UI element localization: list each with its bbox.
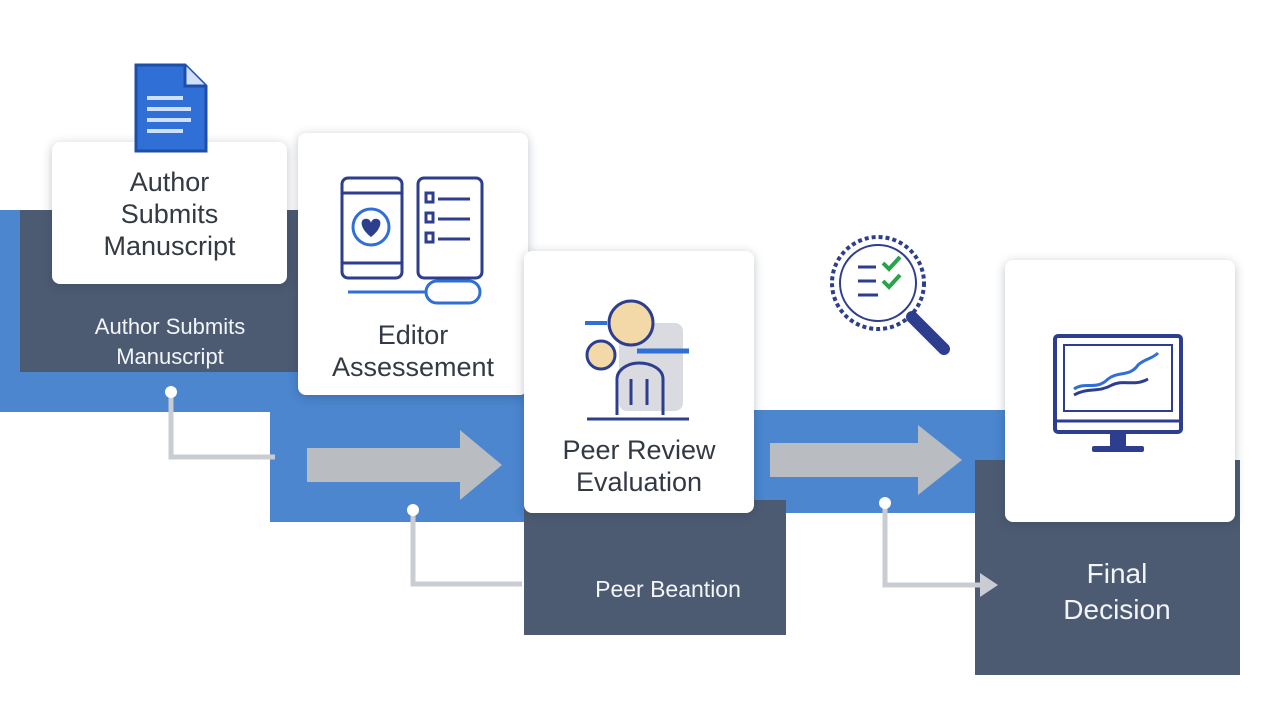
peer-card: Peer Review Evaluation [524, 251, 754, 513]
connector-dot-1 [165, 386, 177, 398]
connector-dot-3 [879, 497, 891, 509]
connector-2 [410, 510, 522, 587]
monitor-chart-icon [1053, 334, 1183, 452]
magnifier-checklist-icon [830, 235, 950, 355]
connector-dot-2 [407, 504, 419, 516]
peer-card-title: Peer Review Evaluation [562, 435, 716, 497]
final-card [1005, 260, 1235, 522]
peer-band [524, 500, 786, 635]
author-card-title: Author Submits Manuscript [103, 167, 236, 261]
connector-1 [168, 392, 275, 460]
editor-card-title: Editor Assessement [331, 320, 495, 382]
document-icon [134, 63, 208, 153]
author-card: Author Submits Manuscript [52, 142, 287, 284]
flow-arrow-1 [307, 430, 502, 500]
final-band-label: Final Decision [1063, 558, 1171, 625]
connector-arrowhead-3 [980, 573, 998, 597]
reviewer-icon [585, 299, 689, 421]
phone-checklist-icon [340, 176, 484, 305]
peer-band-label: Peer Beantion [595, 576, 741, 602]
flow-arrow-2 [770, 425, 962, 495]
editor-card: Editor Assessement [298, 133, 528, 395]
connector-3 [882, 503, 980, 588]
author-band-label: Author Submits Manuscript [94, 314, 246, 369]
